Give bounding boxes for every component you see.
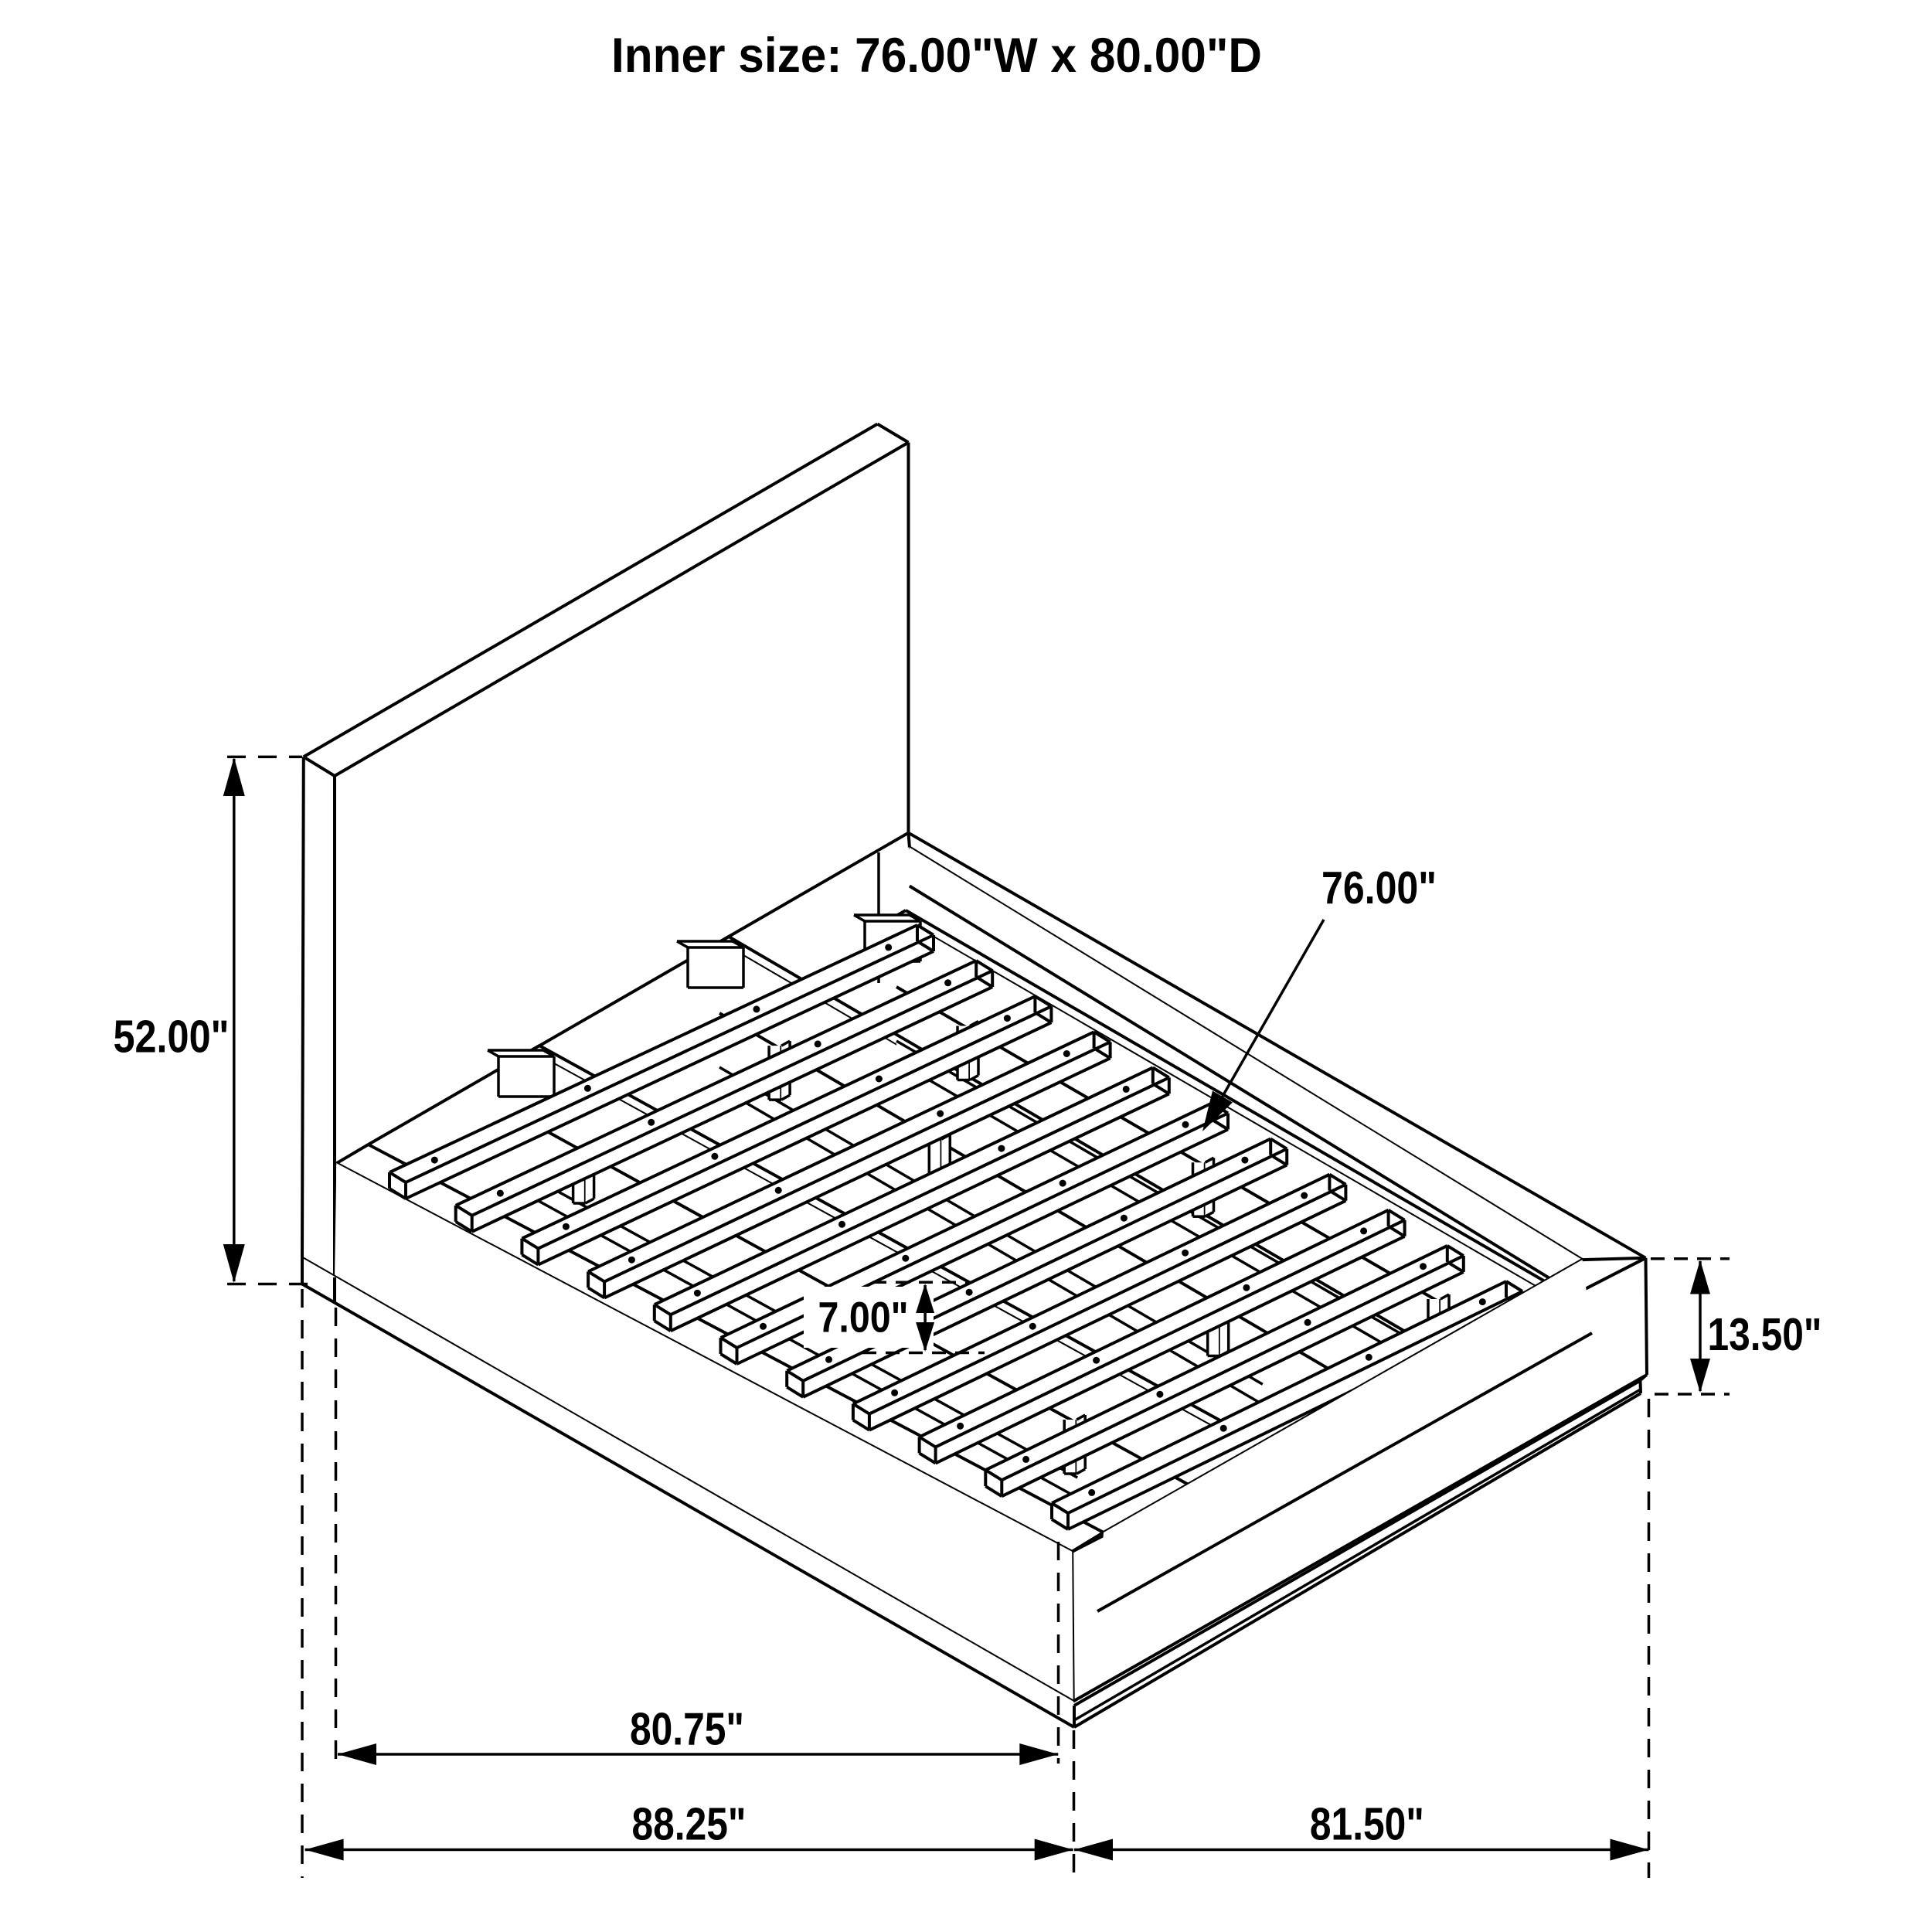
svg-text:88.25": 88.25" (632, 1799, 747, 1850)
svg-text:Inner size: 76.00"W x 80.00"D: Inner size: 76.00"W x 80.00"D (611, 29, 1262, 83)
svg-text:7.00": 7.00" (818, 1293, 909, 1342)
svg-text:80.75": 80.75" (630, 1704, 744, 1755)
svg-text:52.00": 52.00" (114, 1012, 230, 1063)
svg-text:81.50": 81.50" (1310, 1799, 1424, 1850)
svg-text:76.00": 76.00" (1321, 862, 1437, 913)
svg-text:13.50": 13.50" (1708, 1309, 1822, 1360)
